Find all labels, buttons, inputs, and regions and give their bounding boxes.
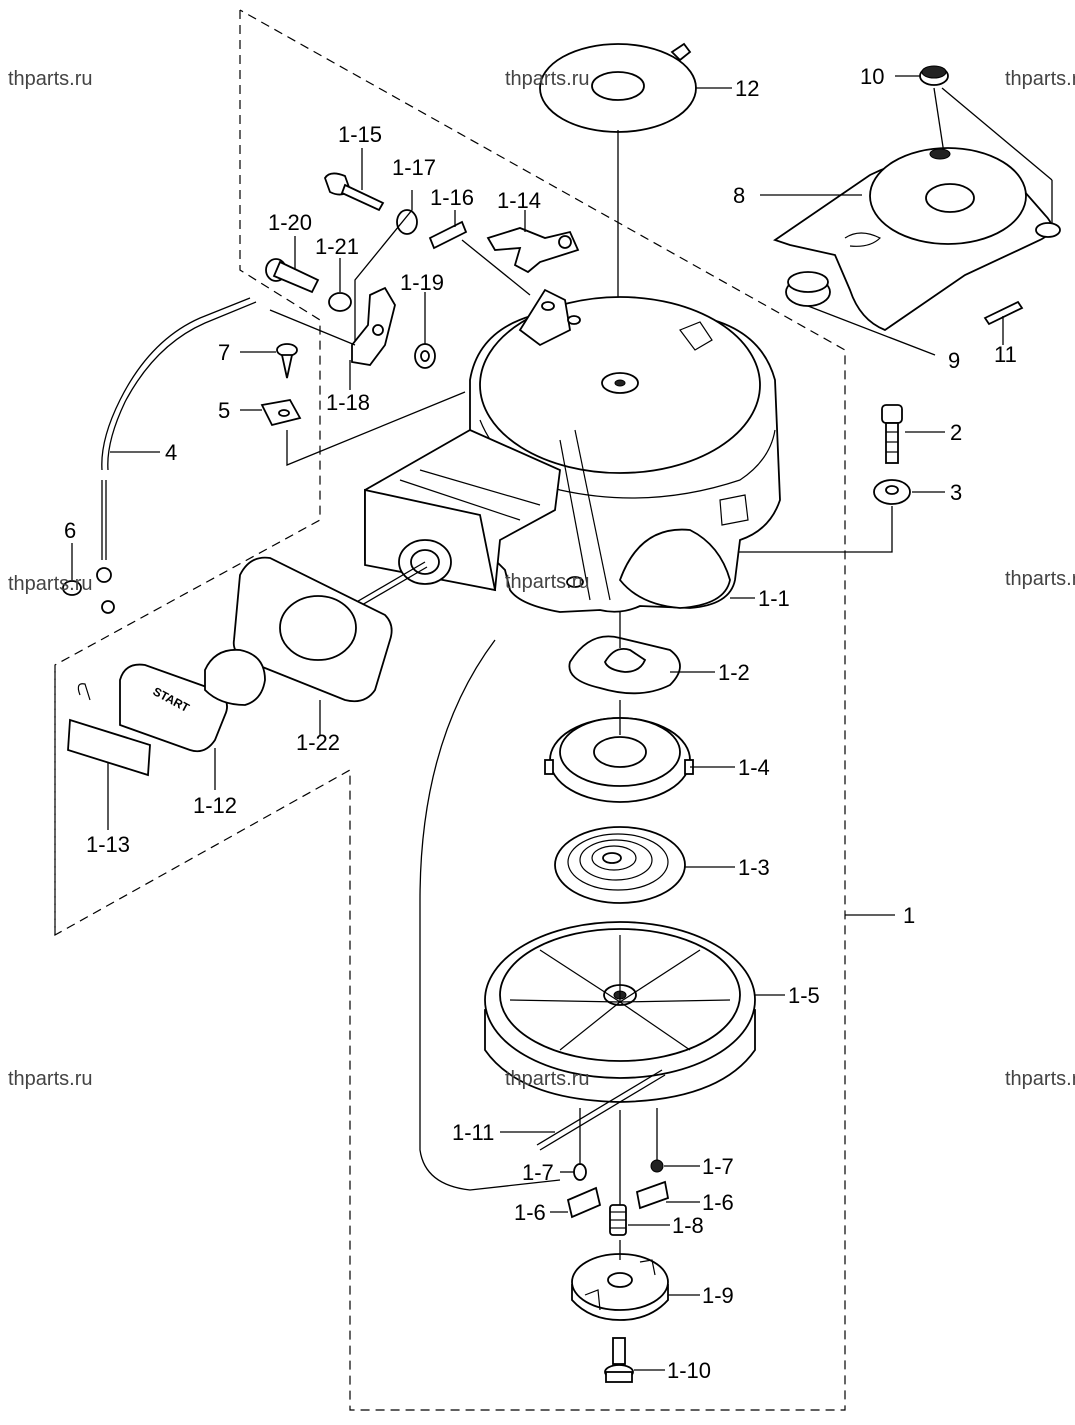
watermark: thparts.ru (1005, 1068, 1075, 1090)
label-5: 5 (218, 398, 230, 423)
starter-rope (419, 639, 561, 1191)
label-1-7-right: 1-7 (702, 1154, 734, 1179)
label-1-7-left: 1-7 (522, 1160, 554, 1185)
label-3: 3 (950, 480, 962, 505)
part-1-12-handle: START (119, 648, 266, 753)
watermark: thparts.ru (505, 68, 589, 90)
label-1-4: 1-4 (738, 755, 770, 780)
part-9-grommet (785, 271, 831, 307)
label-10: 10 (860, 64, 884, 89)
label-8: 8 (733, 183, 745, 208)
part-1-16-pin (428, 220, 468, 250)
part-1-1-starter-case (469, 288, 781, 613)
label-1-18: 1-18 (326, 390, 370, 415)
label-1-11: 1-11 (452, 1120, 494, 1145)
part-1-22-seal (232, 556, 393, 703)
label-12: 12 (735, 76, 759, 101)
part-1-9-drive-plate (571, 1253, 669, 1321)
label-1-14: 1-14 (497, 188, 541, 213)
label-2: 2 (950, 420, 962, 445)
part-1-10-bolt (604, 1337, 634, 1383)
part-3-washer (873, 479, 911, 505)
part-8-cover (772, 147, 1061, 332)
part-1-6-pawl-right (635, 1180, 670, 1210)
label-1-10: 1-10 (667, 1358, 711, 1383)
label-1-12: 1-12 (193, 793, 237, 818)
part-7-screw (276, 343, 298, 379)
part-1-8-spring (609, 1204, 627, 1236)
label-1-3: 1-3 (738, 855, 770, 880)
part-1-15-bolt (324, 172, 385, 212)
label-1-6-right: 1-6 (702, 1190, 734, 1215)
label-1-17: 1-17 (392, 155, 436, 180)
watermark: thparts.ru (505, 571, 589, 593)
label-1-13: 1-13 (86, 832, 130, 857)
part-1-5-reel (484, 921, 756, 1103)
part-1-20-fitting (265, 258, 320, 294)
label-1-8: 1-8 (672, 1213, 704, 1238)
label-1-15: 1-15 (338, 122, 382, 147)
part-5-plate (260, 399, 302, 427)
part-6-o-ring (62, 580, 82, 596)
part-1-7-spring-left (573, 1163, 587, 1181)
part-1-11-rope (539, 1074, 666, 1151)
label-1: 1 (903, 903, 915, 928)
label-1-22: 1-22 (296, 730, 340, 755)
label-1-21: 1-21 (315, 234, 359, 259)
part-1-3-spring (554, 826, 686, 904)
watermark: thparts.ru (8, 1068, 92, 1090)
part-4-cable (96, 297, 257, 614)
label-7: 7 (218, 340, 230, 365)
watermark: thparts.ru (8, 573, 92, 595)
label-1-20: 1-20 (268, 210, 312, 235)
watermark: thparts.ru (8, 68, 92, 90)
part-10-cap (919, 65, 949, 86)
label-1-6-left: 1-6 (514, 1200, 546, 1225)
watermark: thparts.ru (1005, 68, 1075, 90)
part-1-13-insert (67, 683, 151, 777)
part-2-bolt (881, 404, 903, 464)
watermark: thparts.ru (1005, 568, 1075, 590)
part-11-label (983, 300, 1024, 326)
part-1-7-spring-right (650, 1159, 664, 1173)
label-1-19: 1-19 (400, 270, 444, 295)
part-1-19-washer (414, 343, 436, 369)
part-1-18-bracket (351, 286, 396, 366)
label-1-9: 1-9 (702, 1283, 734, 1308)
label-4: 4 (165, 440, 177, 465)
part-1-14-lever (486, 227, 580, 274)
label-1-2: 1-2 (718, 660, 750, 685)
watermark: thparts.ru (505, 1068, 589, 1090)
label-6: 6 (64, 518, 76, 543)
part-1-17-spring (396, 209, 418, 235)
label-1-16: 1-16 (430, 185, 474, 210)
label-1-1: 1-1 (758, 586, 790, 611)
label-11: 11 (994, 342, 1017, 367)
part-1-4-spring-case (544, 717, 694, 803)
part-1-6-pawl-left (566, 1186, 602, 1219)
part-1-21-collar (328, 292, 352, 312)
label-9: 9 (948, 348, 960, 373)
label-1-5: 1-5 (788, 983, 820, 1008)
part-1-2-spring-cover (568, 635, 681, 695)
